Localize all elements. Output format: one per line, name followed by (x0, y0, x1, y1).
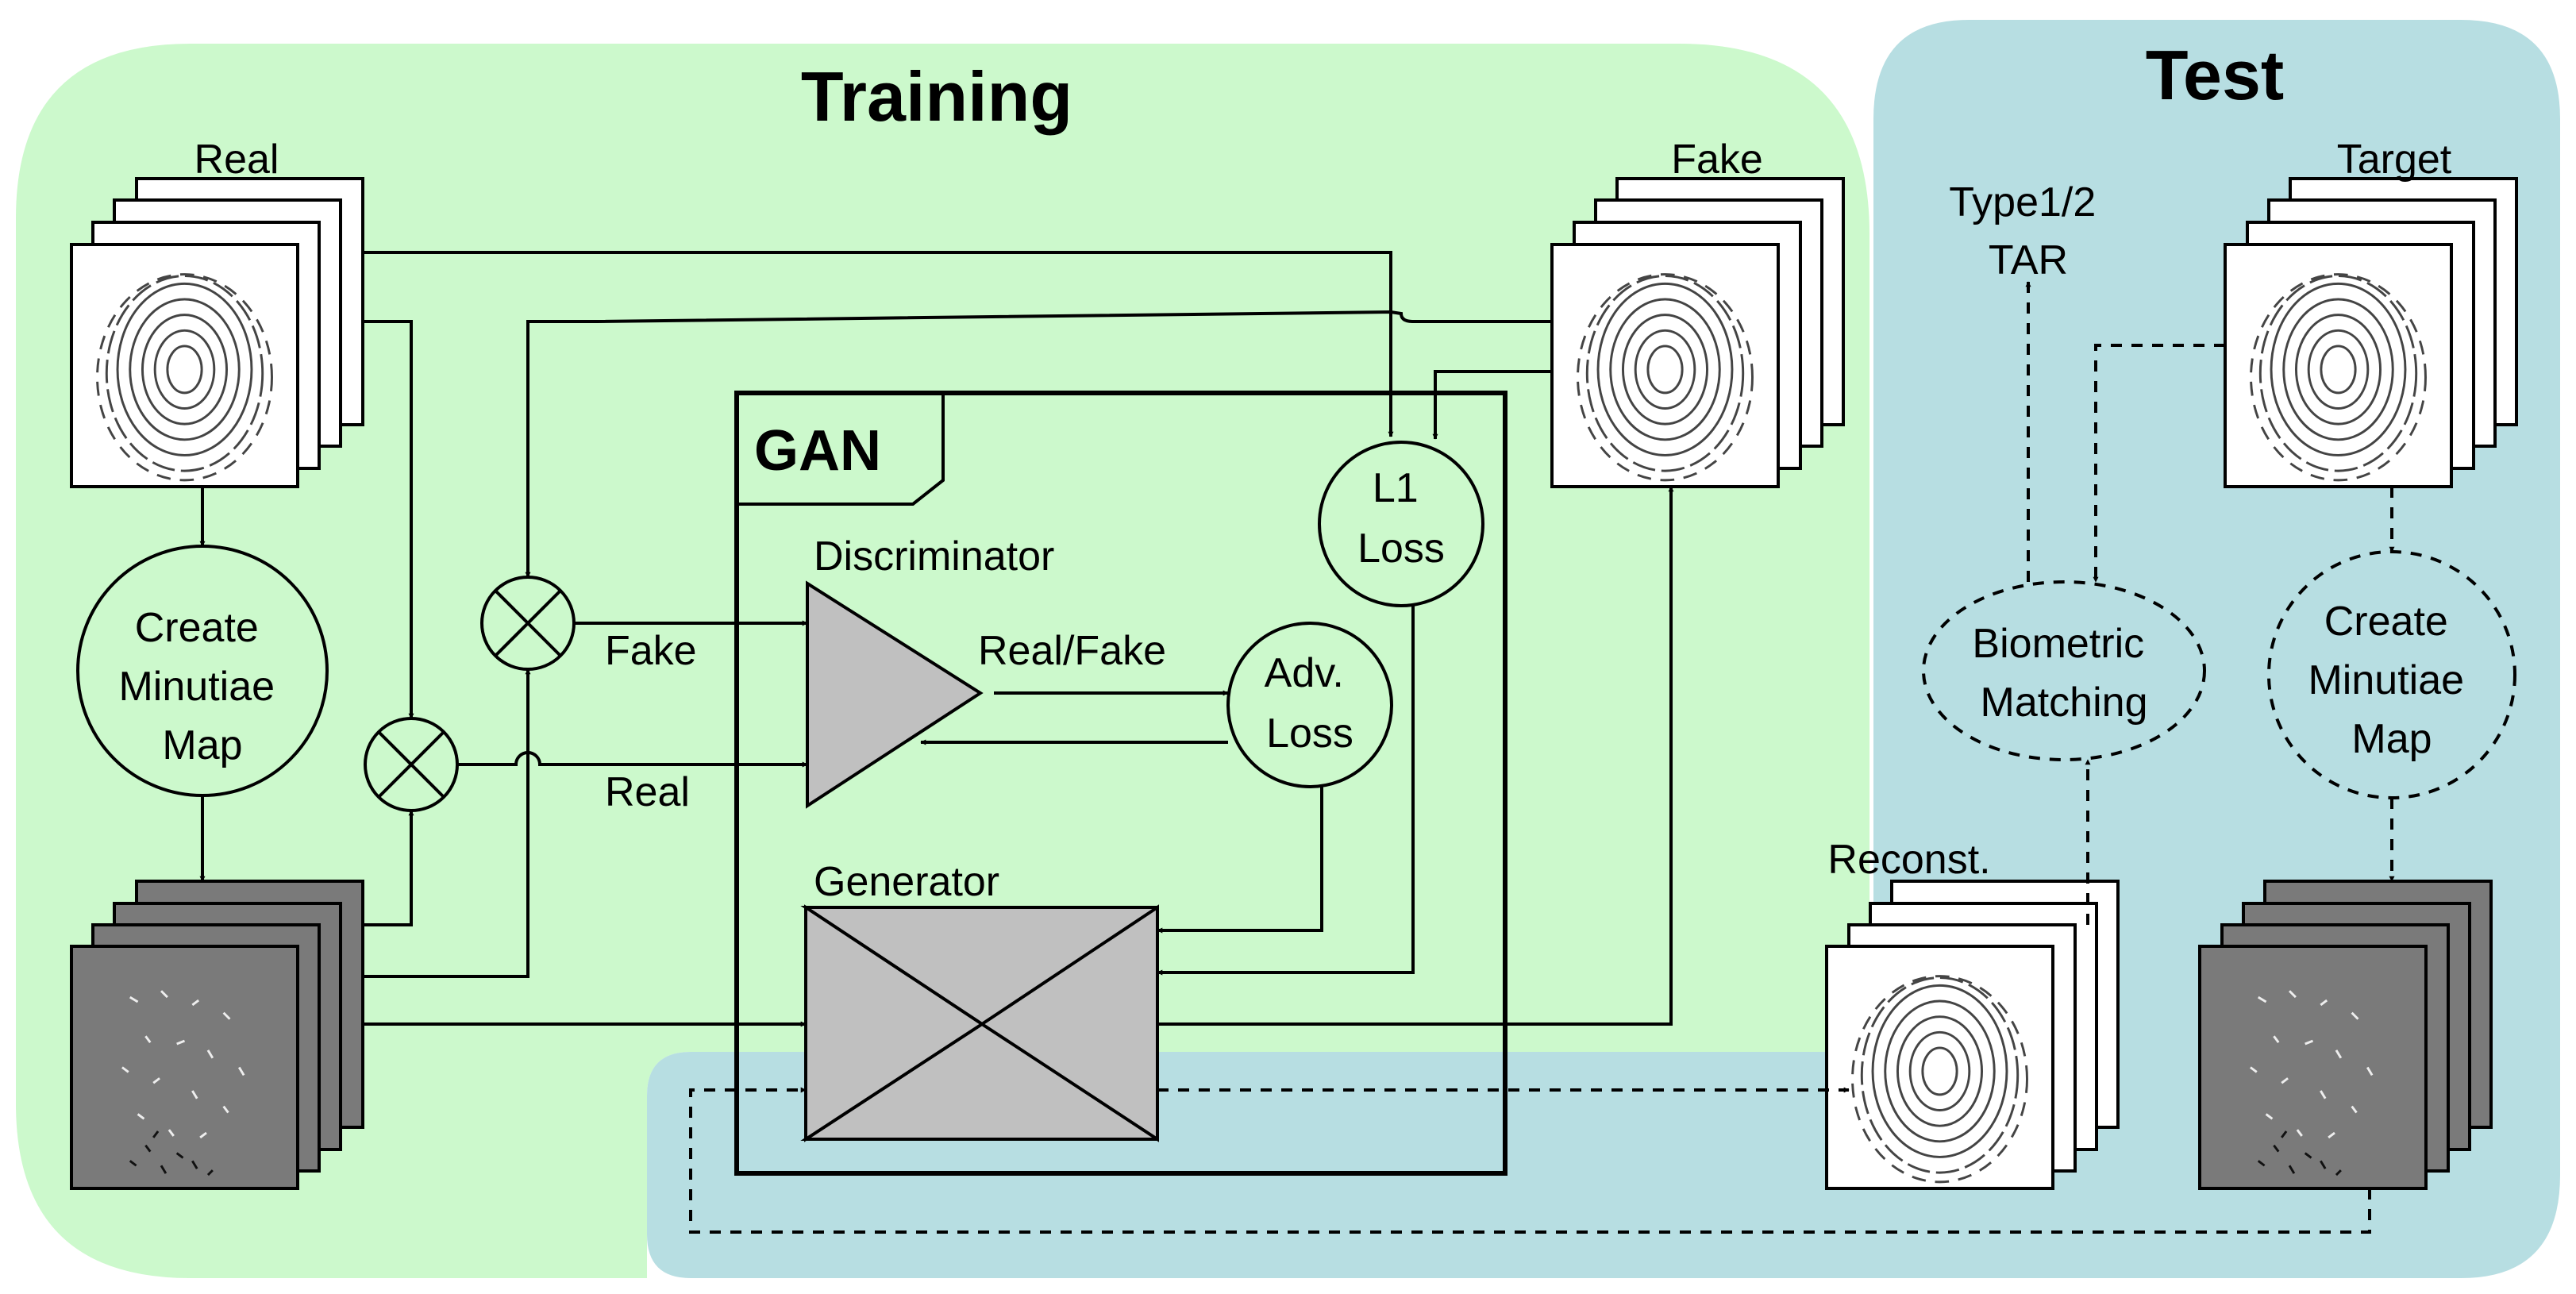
training-title: Training (801, 57, 1072, 136)
test-connectors (689, 281, 2395, 1234)
svg-text:L1 Loss: L1 Loss (1357, 465, 1445, 572)
create-minutiae-test-line-3: Map (2351, 716, 2432, 762)
real-minutiae-stack (70, 880, 364, 1190)
l1-loss-node (1318, 441, 1484, 607)
fake-stack-label: Fake (1671, 137, 1763, 183)
create-minutiae-test-line-2: Minutiae (2308, 657, 2464, 703)
svg-text:Type1/2 TAR: Type1/2 TAR (1949, 179, 2107, 283)
edge-label-fake: Fake (605, 628, 697, 674)
biometric-line-2: Matching (1981, 680, 2148, 726)
real-fingerprint-stack (70, 177, 364, 488)
gan-title: GAN (754, 419, 881, 483)
create-minutiae-line-3: Map (162, 722, 242, 768)
l1-loss-line-2: Loss (1357, 526, 1445, 572)
biometric-line-1: Biometric (1972, 621, 2144, 667)
svg-text:Biometric Matching: Biometric Matching (1972, 621, 2155, 726)
adv-loss-line-1: Adv. (1265, 650, 1344, 696)
discriminator-block (806, 580, 984, 809)
gan-tab (737, 393, 945, 506)
target-fingerprint-stack (2224, 177, 2518, 488)
test-title: Test (2146, 36, 2284, 114)
svg-text:Adv. Loss: Adv. Loss (1265, 650, 1356, 757)
edge-label-real-fake: Real/Fake (978, 628, 1166, 674)
edge-label-real: Real (605, 769, 690, 815)
svg-text:Create Minutiae Map: Create Minutiae Map (118, 605, 286, 768)
training-connectors (199, 251, 1674, 1027)
real-stack-label: Real (194, 137, 279, 183)
svg-text:Create Minutiae Map: Create Minutiae Map (2308, 599, 2475, 762)
create-minutiae-test-line-1: Create (2324, 599, 2448, 645)
discriminator-label: Discriminator (814, 533, 1054, 580)
fake-fingerprint-stack (1550, 177, 1845, 488)
reconstructed-fingerprint-stack (1825, 880, 2120, 1190)
adv-loss-node (1226, 622, 1393, 788)
tar-label: TAR (1989, 237, 2068, 283)
biometric-matching-node (1922, 580, 2206, 761)
create-minutiae-line-2: Minutiae (118, 664, 275, 710)
generator-label: Generator (814, 859, 999, 905)
gan-box (734, 391, 1507, 1176)
l1-loss-line-1: L1 (1373, 465, 1419, 511)
type12-label: Type1/2 (1949, 179, 2096, 225)
target-stack-label: Target (2337, 137, 2452, 183)
target-minutiae-stack (2198, 880, 2493, 1190)
reconst-stack-label: Reconst. (1827, 837, 1990, 883)
create-minutiae-line-1: Create (135, 605, 259, 651)
training-region (16, 44, 1869, 1278)
adv-loss-line-2: Loss (1266, 711, 1353, 757)
